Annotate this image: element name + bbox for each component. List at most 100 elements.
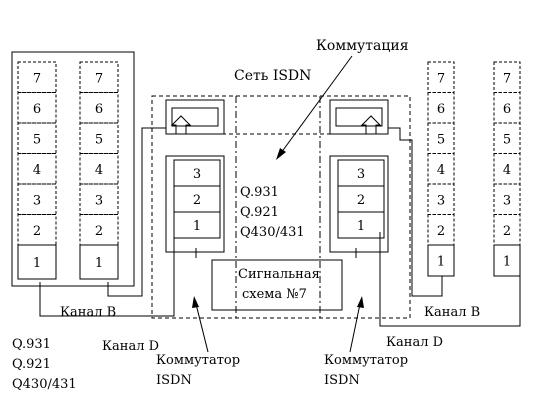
left-stack-a-layer-cell [17,92,57,124]
left-proto-q430: Q430/431 [12,377,77,392]
left-switch-pointer [192,296,209,353]
right-channel-b-line [388,127,443,297]
left-isdn-switch: 3 2 1 [165,99,225,253]
right-stack-a-layer-label: 5 [437,132,445,147]
left-switch-stack-layer-cell [173,211,221,239]
right-switch-stack: 3 2 1 [337,159,385,239]
center-proto-q430: Q430/431 [240,225,305,240]
left-channel-b-label: Канал В [60,305,116,320]
left-stack-b-layer-cell [79,92,119,124]
right-stack-a-layer-label: 1 [437,255,445,270]
right-stack-b-layer-cell [493,183,521,215]
right-switch-label-line2: ISDN [324,373,360,388]
right-stack-a-layer-cell [427,244,455,277]
left-stack-b-layer-label: 7 [95,71,103,86]
right-stack-b-layer-cell [493,153,521,185]
right-switch-stack-layer-label: 2 [357,193,365,208]
left-proto-q921: Q.921 [12,357,51,372]
right-stack-a-layer-label: 4 [437,163,445,178]
right-switch-label-line1: Коммутатор [324,353,408,368]
left-stack-a-layer-cell [17,153,57,185]
left-switch-stack-layer-label: 3 [193,167,201,182]
left-stack-b-layer-cell [79,61,119,93]
left-stack-b-layer-label: 3 [95,193,103,208]
right-switch-stack-layer-cell [337,211,385,239]
right-switch-pointer [349,296,364,353]
left-stack-b-layer-cell [79,122,119,154]
right-isdn-switch: 3 2 1 [329,99,389,253]
signaling-ss7-box [211,259,343,311]
left-stack-a-layer-label: 1 [33,256,41,271]
left-stack-b-layer-cell [79,244,119,280]
right-channel-d-label: Канал D [386,335,443,350]
right-stack-a-layer-cell [427,183,455,215]
right-channel-b-label: Канал В [424,305,480,320]
left-switch-stack-layer-label: 2 [193,193,201,208]
right-switch-up-arrow-icon [360,115,382,135]
center-proto-q931: Q.931 [240,185,279,200]
left-terminal: 7 6 5 4 3 2 1 7 6 5 4 3 2 1 [11,51,135,287]
switching-pointer [276,55,353,160]
right-stack-a-layer-cell [427,122,455,154]
right-stack-a-layer-cell [427,92,455,124]
left-channel-d-label: Канал D [102,339,159,354]
left-switch-fabric-inner [171,107,219,127]
left-switch-label-line2: ISDN [156,373,192,388]
switching-label: Коммутация [316,38,409,54]
left-switch-up-arrow-icon [170,115,192,135]
right-stack-b-layer-cell [493,61,521,93]
left-switch-stack: 3 2 1 [173,159,221,239]
right-stack-a-layer-label: 7 [437,71,445,86]
signaling-label-line1: Сигнальная [238,267,320,282]
right-stack-b-layer-label: 3 [503,193,511,208]
right-stack-b-layer-cell [493,122,521,154]
right-switch-outline [329,155,389,253]
right-stack-b-layer-label: 2 [503,224,511,239]
left-stack-a-layer-cell [17,122,57,154]
left-proto-q931: Q.931 [12,337,51,352]
left-stack-a-layer-label: 2 [33,224,41,239]
left-stack-a-layer-cell [17,244,57,280]
right-stack-a-layer-label: 3 [437,193,445,208]
right-switch-fabric-inner [335,107,383,127]
left-stack-a-layer-label: 4 [33,163,41,178]
right-stack-b-layer-cell [493,92,521,124]
right-switch-arrowhead-icon [357,296,364,308]
left-switch-stack-layer-label: 1 [193,219,201,234]
left-channel-b-line [107,127,166,297]
right-stack-b-layer-cell [493,214,521,246]
left-stack-a-layer-cell [17,183,57,215]
left-stack-b-layer-label: 6 [95,102,103,117]
left-stack-a-layer-label: 7 [33,71,41,86]
left-stack-a-layer-label: 5 [33,132,41,147]
right-switch-stack-layer-label: 3 [357,167,365,182]
left-stack-b-layer-label: 5 [95,132,103,147]
left-stack-a-layer-cell [17,61,57,93]
right-stack-b-layer-label: 4 [503,163,511,178]
right-switch-fabric-outer [329,99,389,135]
right-switch-stack-layer-label: 1 [357,219,365,234]
right-stack-b-layer-label: 6 [503,102,511,117]
left-switch-label-line1: Коммутатор [156,353,240,368]
left-stack-b-layer-cell [79,153,119,185]
center-proto-q921: Q.921 [240,205,279,220]
right-stack-a-layer-cell [427,214,455,246]
switching-arrowhead-icon [276,148,286,160]
left-switch-outline [165,155,225,253]
left-switch-arrowhead-icon [192,296,199,308]
left-stack-a: 7 6 5 4 3 2 1 [17,61,57,280]
right-channel-d-line [379,232,521,327]
left-stack-b-layer-label: 1 [95,256,103,271]
left-stack-a-layer-label: 3 [33,193,41,208]
right-stack-b-layer-cell [493,244,521,277]
left-stack-b-layer-label: 4 [95,163,103,178]
left-terminal-outline [11,51,135,287]
right-stack-a-layer-label: 6 [437,102,445,117]
isdn-network-boundary [151,95,411,319]
left-stack-a-layer-label: 6 [33,102,41,117]
network-label: Сеть ISDN [234,68,311,84]
